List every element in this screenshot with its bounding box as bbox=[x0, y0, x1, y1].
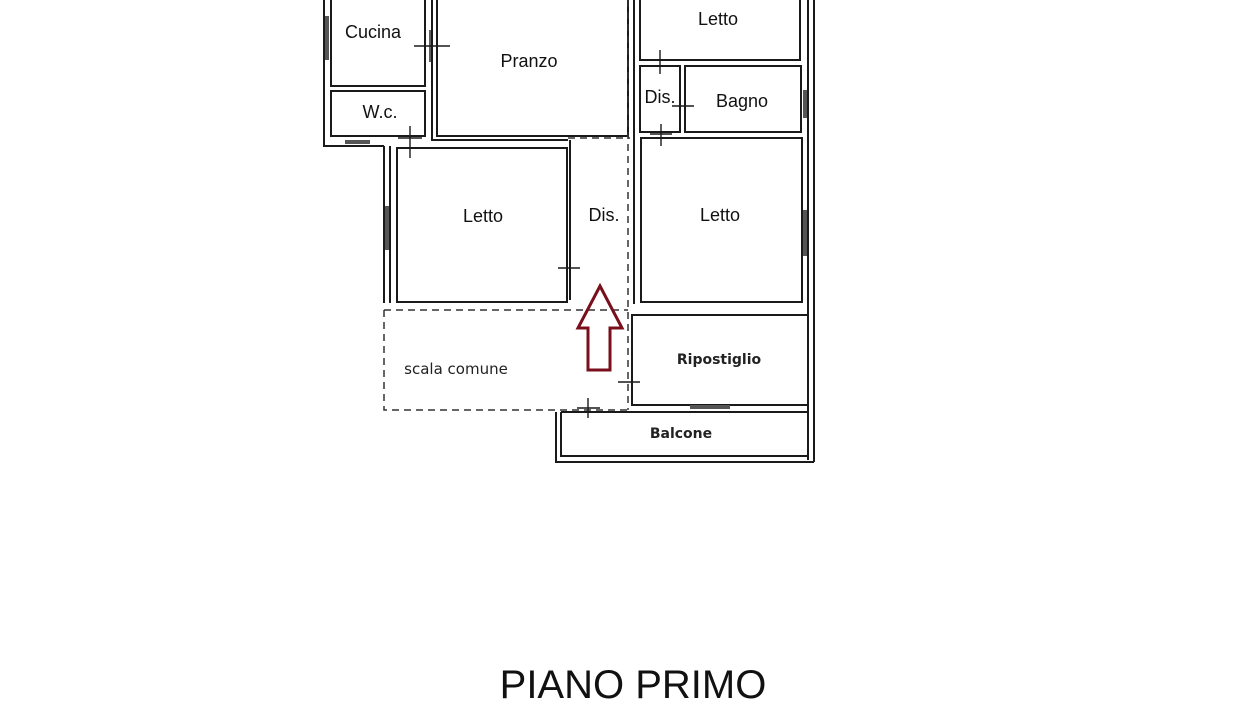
room-label-pranzo: Pranzo bbox=[500, 51, 557, 71]
room-label-cucina: Cucina bbox=[345, 22, 402, 42]
window-marks bbox=[325, 16, 807, 409]
room-label-letto-top: Letto bbox=[698, 9, 738, 29]
room-label-bagno: Bagno bbox=[716, 91, 768, 111]
room-label-wc: W.c. bbox=[363, 102, 398, 122]
dashed-boundary bbox=[383, 0, 630, 411]
room-label-balcone: Balcone bbox=[650, 426, 712, 442]
room-label-letto-left: Letto bbox=[463, 206, 503, 226]
door-marks bbox=[398, 30, 694, 418]
room-label-letto-right: Letto bbox=[700, 205, 740, 225]
room-label-dis-small: Dis. bbox=[645, 87, 676, 107]
floor-title: PIANO PRIMO bbox=[500, 663, 767, 707]
walls bbox=[323, 0, 815, 463]
entrance-arrow-icon bbox=[575, 282, 625, 372]
room-label-ripostiglio: Ripostiglio bbox=[677, 352, 762, 368]
room-label-dis-center: Dis. bbox=[589, 205, 620, 225]
room-label-scala: scala comune bbox=[404, 360, 508, 378]
